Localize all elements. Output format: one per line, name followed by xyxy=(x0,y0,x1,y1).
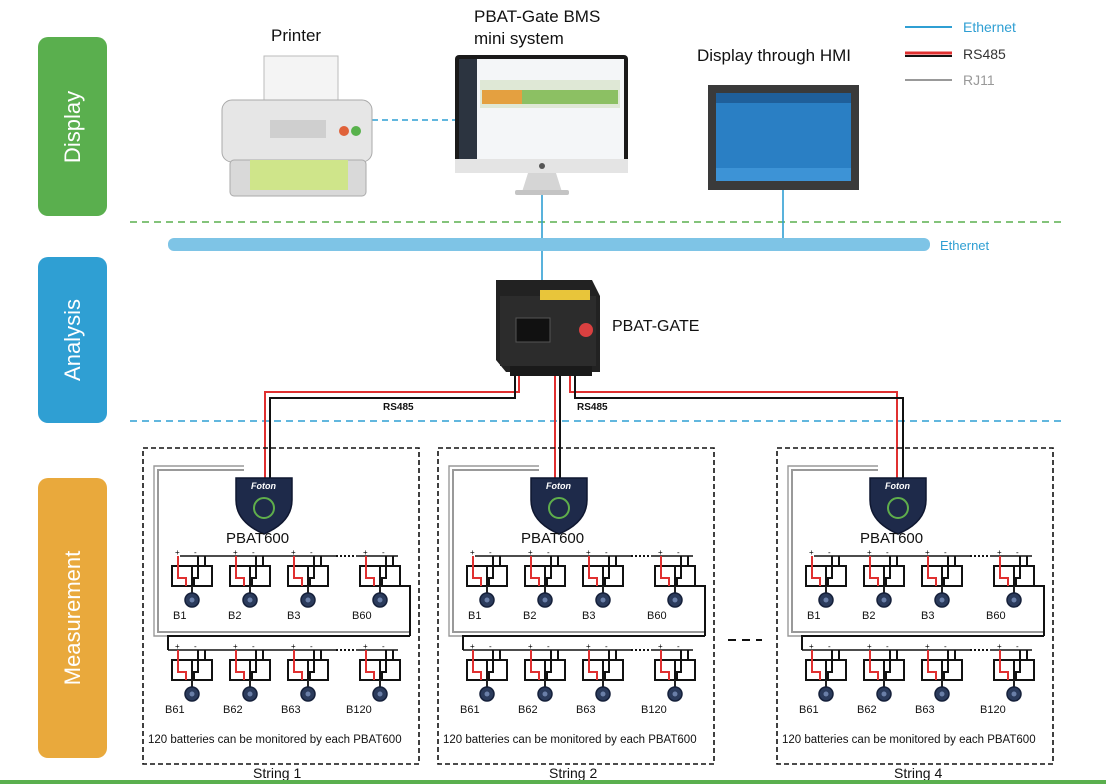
footnote-string-1: 120 batteries can be monitored by each P… xyxy=(148,734,402,746)
battery-label: B1 xyxy=(468,610,482,622)
pbat600-label-4: PBAT600 xyxy=(860,530,924,547)
hmi-label: Display through HMI xyxy=(697,46,852,65)
battery-label: B3 xyxy=(287,610,301,622)
battery-label: B63 xyxy=(281,704,301,716)
rs485-label-left: RS485 xyxy=(383,402,414,413)
rs485-label-right: RS485 xyxy=(577,402,608,413)
battery-label: B61 xyxy=(460,704,480,716)
computer-monitor-icon xyxy=(455,55,628,195)
pbat600-label-2: PBAT600 xyxy=(521,530,585,547)
battery-label: B60 xyxy=(352,610,372,622)
battery-label: B120 xyxy=(346,704,372,716)
battery-label: B62 xyxy=(518,704,538,716)
string-caption-4: String 4 xyxy=(894,765,943,781)
battery-label: B60 xyxy=(647,610,667,622)
monitor-logo-1: Foton xyxy=(251,481,276,491)
battery-label: B3 xyxy=(582,610,596,622)
battery-label: B63 xyxy=(915,704,935,716)
battery-label: B62 xyxy=(857,704,877,716)
string-4-wiring xyxy=(788,466,1044,701)
battery-label: B63 xyxy=(576,704,596,716)
battery-label: B1 xyxy=(173,610,187,622)
battery-label: B60 xyxy=(986,610,1006,622)
battery-label: B2 xyxy=(228,610,242,622)
string-2-wiring xyxy=(449,466,705,701)
battery-label: B61 xyxy=(165,704,185,716)
pbat-gate-device-icon xyxy=(496,280,600,376)
battery-label: B61 xyxy=(799,704,819,716)
footnote-string-4: 120 batteries can be monitored by each P… xyxy=(782,734,1036,746)
battery-label: B2 xyxy=(862,610,876,622)
printer-icon xyxy=(221,55,373,197)
string-caption-1: String 1 xyxy=(253,765,302,781)
footnote-string-2: 120 batteries can be monitored by each P… xyxy=(443,734,697,746)
ethernet-bus-label: Ethernet xyxy=(940,238,990,253)
monitor-logo-2: Foton xyxy=(546,481,571,491)
legend-ethernet-label: Ethernet xyxy=(963,19,1016,35)
legend-rj11-label: RJ11 xyxy=(963,72,995,88)
battery-label: B3 xyxy=(921,610,935,622)
battery-label: B1 xyxy=(807,610,821,622)
battery-label: B2 xyxy=(523,610,537,622)
battery-label: B120 xyxy=(641,704,667,716)
section-measurement: Measurement xyxy=(38,478,107,758)
string-1-wiring xyxy=(153,465,411,702)
gate-label: PBAT-GATE xyxy=(612,318,700,335)
monitor-logo-4: Foton xyxy=(885,481,910,491)
pbat600-monitor-icon xyxy=(235,477,293,535)
battery-label: B120 xyxy=(980,704,1006,716)
bottom-divider xyxy=(0,780,1106,784)
string-caption-2: String 2 xyxy=(549,765,598,781)
bms-title-line1: PBAT-Gate BMS xyxy=(474,7,601,26)
pbat600-label-1: PBAT600 xyxy=(226,530,290,547)
printer-label: Printer xyxy=(271,26,322,45)
legend-rs485-label: RS485 xyxy=(963,46,1006,62)
section-display: Display xyxy=(38,37,107,216)
section-analysis: Analysis xyxy=(38,257,107,423)
battery-label: B62 xyxy=(223,704,243,716)
bms-title-line2: mini system xyxy=(474,29,564,48)
hmi-panel-icon xyxy=(708,85,859,190)
